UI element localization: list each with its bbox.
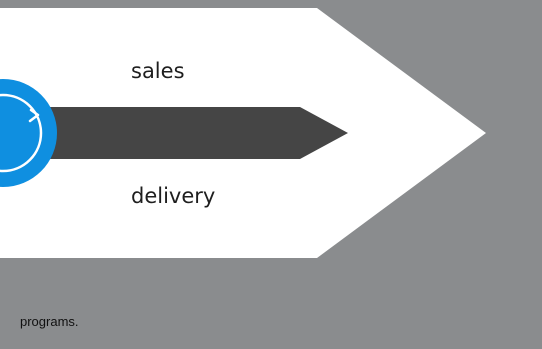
bottom-label: delivery: [131, 184, 216, 208]
cycle-icon: [0, 79, 57, 187]
caption-text: programs.: [20, 314, 79, 329]
process-arrow: [28, 107, 348, 159]
top-label: sales: [131, 59, 185, 83]
